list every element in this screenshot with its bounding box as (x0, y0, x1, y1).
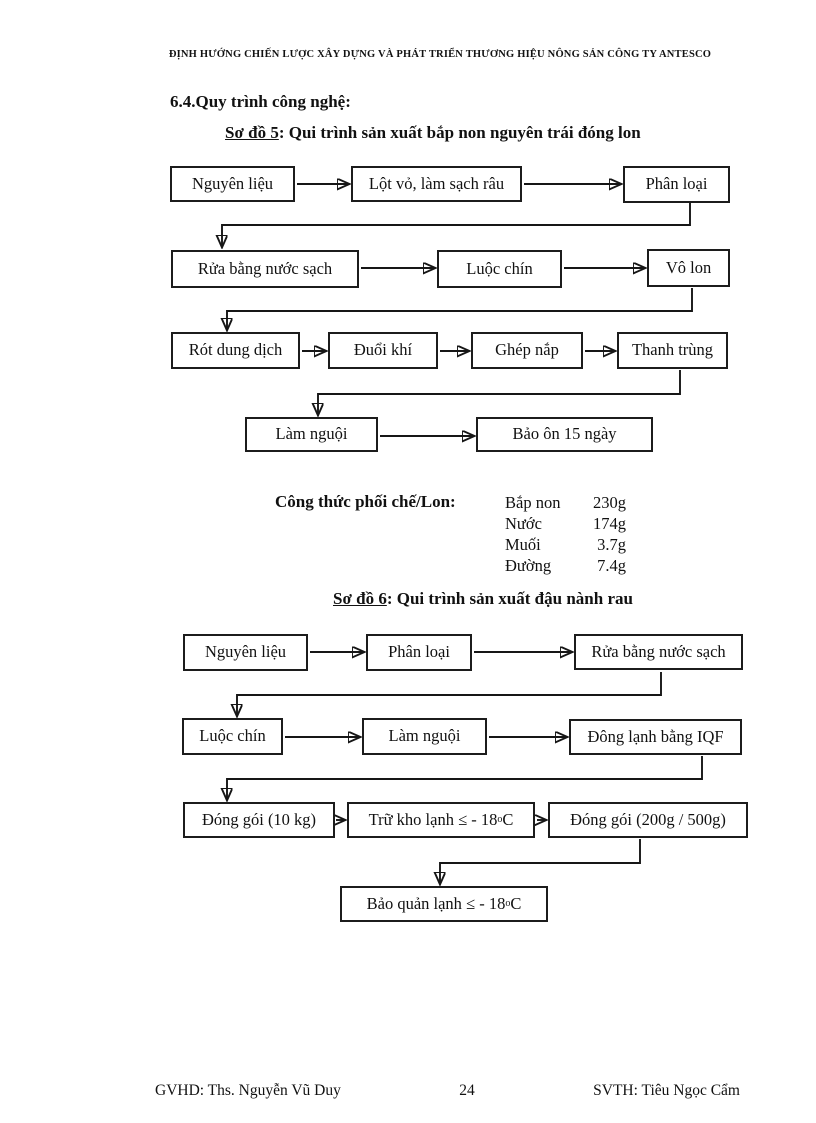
d6-step-luoc-chin: Luộc chín (182, 718, 283, 755)
ingredient-amount: 174g (593, 514, 626, 533)
d5-step-thanh-trung: Thanh trùng (617, 332, 728, 369)
footer-page-number: 24 (459, 1082, 475, 1099)
d5-step-phan-loai: Phân loại (623, 166, 730, 203)
d6-step-nguyen-lieu: Nguyên liệu (183, 634, 308, 671)
d5-step-luoc-chin: Luộc chín (437, 250, 562, 288)
d5-step-bao-on-15-ngay: Bảo ôn 15 ngày (476, 417, 653, 452)
ingredient-amount: 7.4g (597, 556, 626, 575)
diagram6-title-label: Sơ đồ 6 (333, 589, 387, 608)
step-text: Bảo quản lạnh ≤ - 18 (366, 893, 506, 913)
ingredient-amount: 230g (593, 493, 626, 512)
footer-advisor: GVHD: Ths. Nguyễn Vũ Duy (155, 1082, 341, 1099)
step-text: C (510, 893, 522, 913)
page-header: ĐỊNH HƯỚNG CHIẾN LƯỢC XÂY DỰNG VÀ PHÁT T… (168, 49, 712, 60)
d5-step-ghep-nap: Ghép nắp (471, 332, 583, 369)
diagram5-title-label: Sơ đồ 5 (225, 123, 279, 142)
d5-step-rua-bang-nuoc-sach: Rửa bằng nước sạch (171, 250, 359, 288)
d6-step-lam-nguoi: Làm nguội (362, 718, 487, 755)
d5-step-vo-lon: Vô lon (647, 249, 730, 287)
ingredient-name: Muối (505, 535, 541, 554)
ingredient-name: Đường (505, 556, 552, 575)
diagram6-title-rest: : Qui trình sản xuất đậu nành rau (386, 589, 633, 608)
diagram6-title: Sơ đồ 6: Qui trình sản xuất đậu nành rau (333, 589, 633, 609)
d5-step-lot-vo-lam-sach-rau: Lột vỏ, làm sạch râu (351, 166, 522, 202)
d6-step-dong-goi-200-500: Đóng gói (200g / 500g) (548, 802, 748, 838)
d6-step-rua-bang-nuoc-sach: Rửa bằng nước sạch (574, 634, 743, 670)
step-text: Trữ kho lạnh ≤ - 18 (368, 809, 498, 829)
formula-table: Bắp non 230g Nước 174g Muối 3.7g Đường 7… (505, 492, 626, 576)
formula-label: Công thức phối chế/Lon: (275, 492, 456, 511)
footer-student: SVTH: Tiêu Ngọc Cẩm (593, 1082, 740, 1099)
ingredient-amount: 3.7g (597, 535, 626, 554)
ingredient-row: Đường 7.4g (505, 555, 626, 576)
d5-step-nguyen-lieu: Nguyên liệu (170, 166, 295, 202)
d5-step-rot-dung-dich: Rót dung dịch (171, 332, 300, 369)
section-heading: 6.4.Quy trình công nghệ: (170, 92, 351, 111)
ingredient-name: Bắp non (505, 493, 561, 512)
ingredient-row: Nước 174g (505, 513, 626, 534)
ingredient-name: Nước (505, 514, 542, 533)
d5-step-lam-nguoi: Làm nguội (245, 417, 378, 452)
d6-step-dong-lanh-bang-iqf: Đông lạnh bằng IQF (569, 719, 742, 755)
diagram5-title: Sơ đồ 5: Qui trình sản xuất bắp non nguy… (225, 123, 641, 143)
d6-step-phan-loai: Phân loại (366, 634, 472, 671)
page-footer: GVHD: Ths. Nguyễn Vũ Duy 24 SVTH: Tiêu N… (155, 1082, 740, 1100)
d6-step-dong-goi-10kg: Đóng gói (10 kg) (183, 802, 335, 838)
diagram5-title-rest: : Qui trình sản xuất bắp non nguyên trái… (278, 123, 641, 142)
d5-step-duoi-khi: Đuổi khí (328, 332, 438, 369)
ingredient-row: Muối 3.7g (505, 534, 626, 555)
ingredient-row: Bắp non 230g (505, 492, 626, 513)
step-text: C (502, 809, 514, 829)
